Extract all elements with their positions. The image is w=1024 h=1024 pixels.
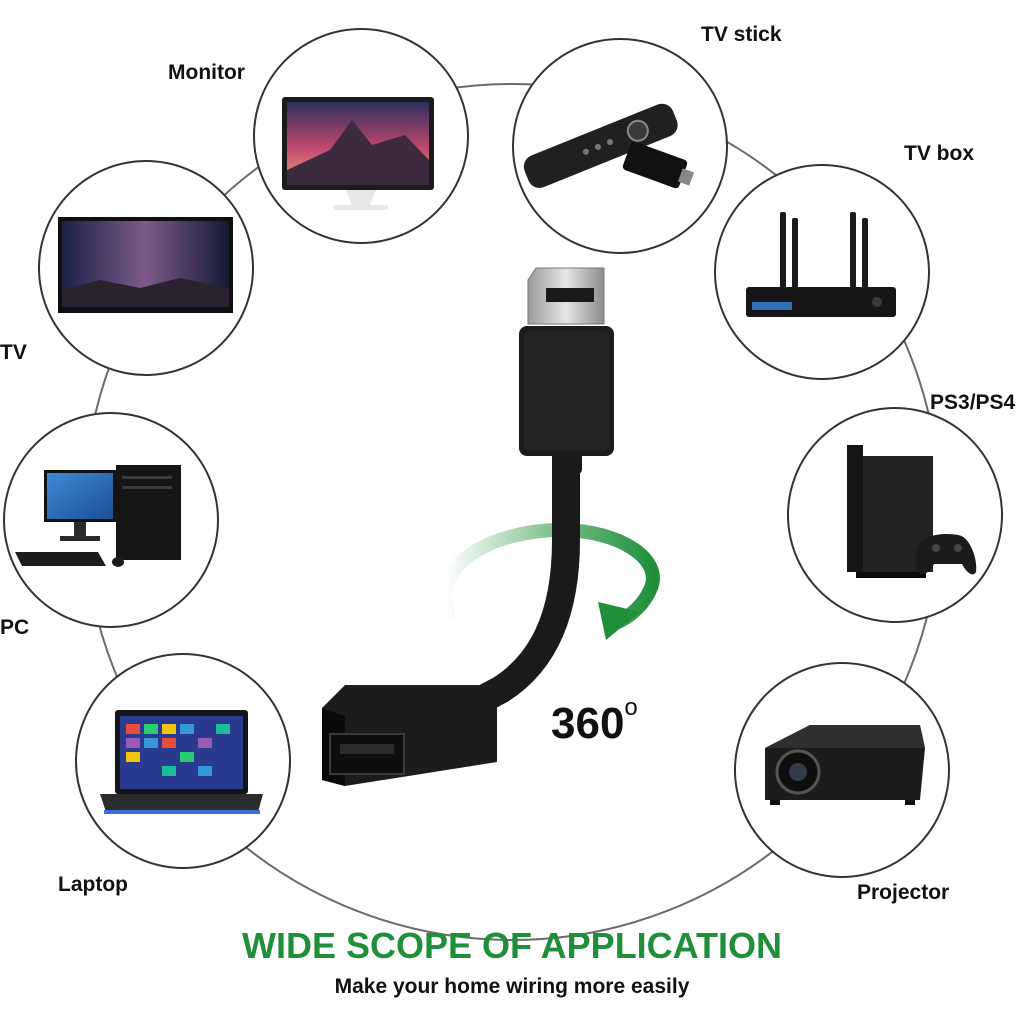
label-pc: PC (0, 616, 30, 639)
label-ps: PS3/PS4 (930, 391, 1016, 414)
label-tv: TV (0, 341, 27, 364)
device-circle-projector (734, 662, 950, 878)
label-tv-stick: TV stick (701, 23, 782, 46)
device-circle-laptop (75, 653, 291, 869)
rotation-arrow-icon (438, 522, 660, 640)
subline: Make your home wiring more easily (334, 975, 690, 998)
hdmi-extender-cable (322, 267, 614, 786)
device-circle-tv-box (714, 164, 930, 380)
headline: WIDE SCOPE OF APPLICATION (241, 925, 783, 966)
label-tv-box: TV box (904, 142, 975, 165)
label-laptop: Laptop (58, 873, 128, 896)
device-circle-ps (787, 407, 1003, 623)
rotation-value: 360 (551, 699, 625, 748)
label-projector: Projector (857, 881, 950, 904)
label-monitor: Monitor (168, 61, 245, 84)
device-circle-tv-stick (512, 38, 728, 254)
rotation-degree-mark: o (624, 694, 638, 721)
device-circle-monitor (253, 28, 469, 244)
device-circle-pc (3, 412, 219, 628)
device-circle-tv (38, 160, 254, 376)
rotation-label: 360o (551, 696, 638, 748)
